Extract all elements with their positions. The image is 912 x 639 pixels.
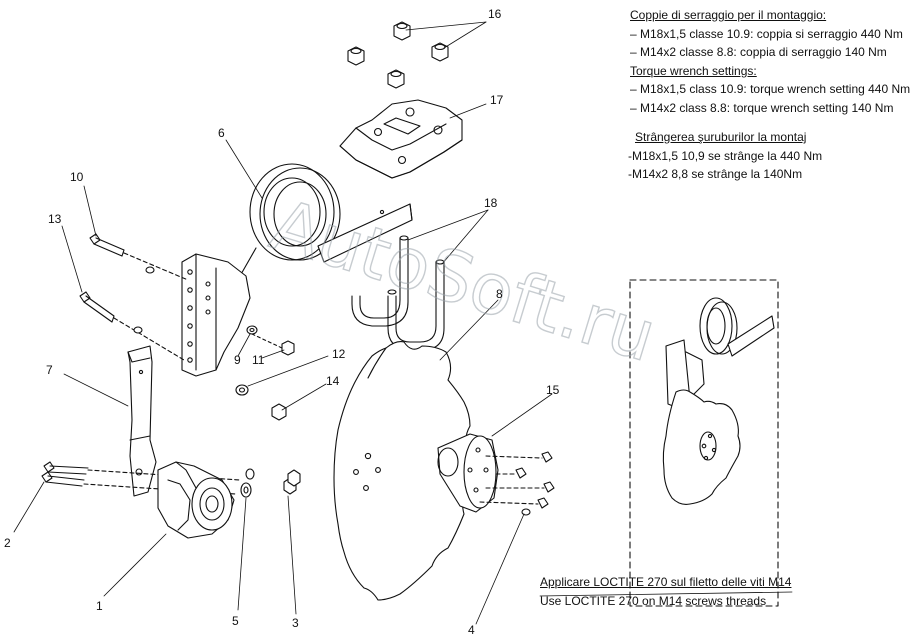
torque-item-en-2: – M14x2 class 8.8: torque wrench setting… [630, 100, 894, 115]
washer-5 [240, 468, 255, 498]
torque-notes-ro: Strângerea şuruburilor la montaj -M18x1,… [628, 128, 822, 184]
torque-heading-it: Coppie di serraggio per il montaggio: [630, 8, 827, 22]
part-label-14: 14 [326, 374, 340, 388]
part-label-11: 11 [252, 353, 265, 367]
nut-16-d [387, 69, 405, 89]
torque-item-ro-1: -M18x1,5 10,9 se strânge la 440 Nm [628, 148, 823, 163]
part-label-3: 3 [292, 616, 299, 630]
torque-item-it-1: – M18x1,5 classe 10.9: coppia si serragg… [630, 26, 903, 41]
nut-16-b [347, 46, 365, 66]
assembled-view [629, 279, 779, 607]
part-number-labels: 16 17 6 10 13 18 8 12 9 11 7 14 15 2 1 5… [4, 7, 560, 637]
part-label-2: 2 [4, 536, 11, 550]
bolt-10 [89, 233, 189, 281]
part-label-15: 15 [546, 383, 560, 397]
loctite-note-it: Applicare LOCTITE 270 sul filetto delle … [540, 575, 792, 589]
part-label-7: 7 [46, 363, 53, 377]
leader-lines [13, 21, 553, 625]
u-bolt-18-a [351, 235, 409, 327]
part-label-8: 8 [496, 287, 503, 301]
torque-heading-ro: Strângerea şuruburilor la montaj [635, 130, 807, 144]
disc-hub-15 [437, 433, 499, 513]
loctite-note-en: Use LOCTITE 270 on M14 screws threads [540, 594, 767, 608]
torque-item-it-2: – M14x2 classe 8.8: coppia di serraggio … [630, 45, 887, 59]
part-label-4: 4 [468, 623, 475, 637]
nut-16-a [393, 21, 411, 41]
torque-item-ro-2: -M14x2 8,8 se strânge la 140Nm [628, 167, 803, 181]
part-label-13: 13 [48, 212, 62, 226]
torque-heading-en: Torque wrench settings: [630, 63, 757, 78]
torque-item-en-1: – M18x1,5 class 10.9: torque wrench sett… [630, 82, 911, 96]
part-label-10: 10 [70, 170, 84, 184]
washer-9 [246, 325, 258, 335]
part-label-17: 17 [490, 93, 504, 107]
part-label-6: 6 [218, 126, 225, 140]
nut-16-c [431, 42, 449, 62]
bolt-13 [79, 291, 185, 361]
arm-7 [127, 345, 157, 497]
part-label-9: 9 [234, 353, 241, 367]
part-label-1: 1 [96, 599, 103, 613]
nuts-3 [283, 469, 301, 495]
watermark-text: AutoSoft.ru [262, 184, 665, 378]
loctite-note: Applicare LOCTITE 270 sul filetto delle … [540, 573, 791, 611]
nut-11 [281, 340, 295, 356]
washer-12 [235, 384, 249, 396]
part-label-5: 5 [232, 614, 239, 628]
part-label-16: 16 [488, 7, 502, 21]
part-label-18: 18 [484, 196, 498, 210]
mounting-bracket [181, 253, 251, 377]
clamp-plate-17 [339, 99, 463, 179]
torque-notes: Coppie di serraggio per il montaggio: – … [630, 6, 910, 117]
hub-bearing-1 [157, 461, 235, 539]
hub-bolts-4 [479, 451, 555, 516]
nut-14 [271, 403, 287, 421]
disc-blade-8 [333, 341, 472, 601]
part-label-12: 12 [332, 347, 346, 361]
